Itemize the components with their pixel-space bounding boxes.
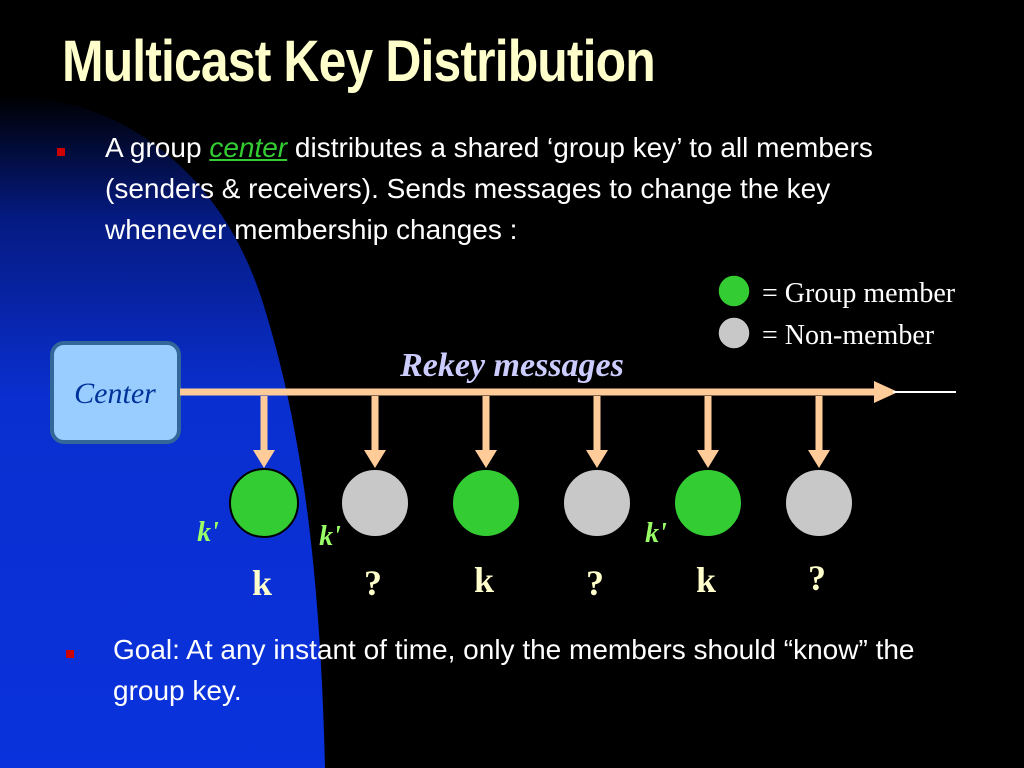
node-key-label: ? <box>808 558 826 598</box>
bullet-marker <box>66 650 74 658</box>
drop-arrow-head <box>697 450 719 468</box>
non-member-node <box>340 468 410 538</box>
new-key-label: k' <box>319 521 341 552</box>
node-key-label: k <box>696 560 716 600</box>
drop-arrow-head <box>808 450 830 468</box>
new-key-label: k' <box>197 517 219 548</box>
center-link[interactable]: center <box>209 132 288 163</box>
node-key-label: k <box>252 563 272 603</box>
drop-arrow-head <box>364 450 386 468</box>
legend-member-label: = Group member <box>762 278 956 309</box>
node-key-label: ? <box>364 563 382 603</box>
rekey-messages-label: Rekey messages <box>399 347 624 384</box>
legend-non-member-label: = Non-member <box>762 320 935 351</box>
slide-title: Multicast Key Distribution <box>62 29 656 94</box>
node-key-label: k <box>474 560 494 600</box>
legend-member-swatch <box>717 274 751 308</box>
bullet-text-first: A group center distributes a shared ‘gro… <box>105 127 925 250</box>
bullet-text-second: Goal: At any instant of time, only the m… <box>113 634 915 706</box>
center-label: Center <box>74 377 156 410</box>
non-member-node <box>562 468 632 538</box>
non-member-node <box>784 468 854 538</box>
bullet-marker <box>57 148 65 156</box>
new-key-label: k' <box>645 518 667 549</box>
member-node <box>673 468 743 538</box>
member-node <box>229 468 299 538</box>
drop-arrow-head <box>586 450 608 468</box>
node-key-label: ? <box>586 563 604 603</box>
drop-arrow-head <box>253 450 275 468</box>
drop-arrow-head <box>475 450 497 468</box>
legend-non-member-swatch <box>717 316 751 350</box>
rekey-arrow-head <box>874 381 898 403</box>
bullet-first-pre: A group <box>105 132 210 163</box>
center-box <box>50 341 181 444</box>
bullet-first-post: distributes a shared ‘group key’ to all … <box>105 132 873 245</box>
member-node <box>451 468 521 538</box>
